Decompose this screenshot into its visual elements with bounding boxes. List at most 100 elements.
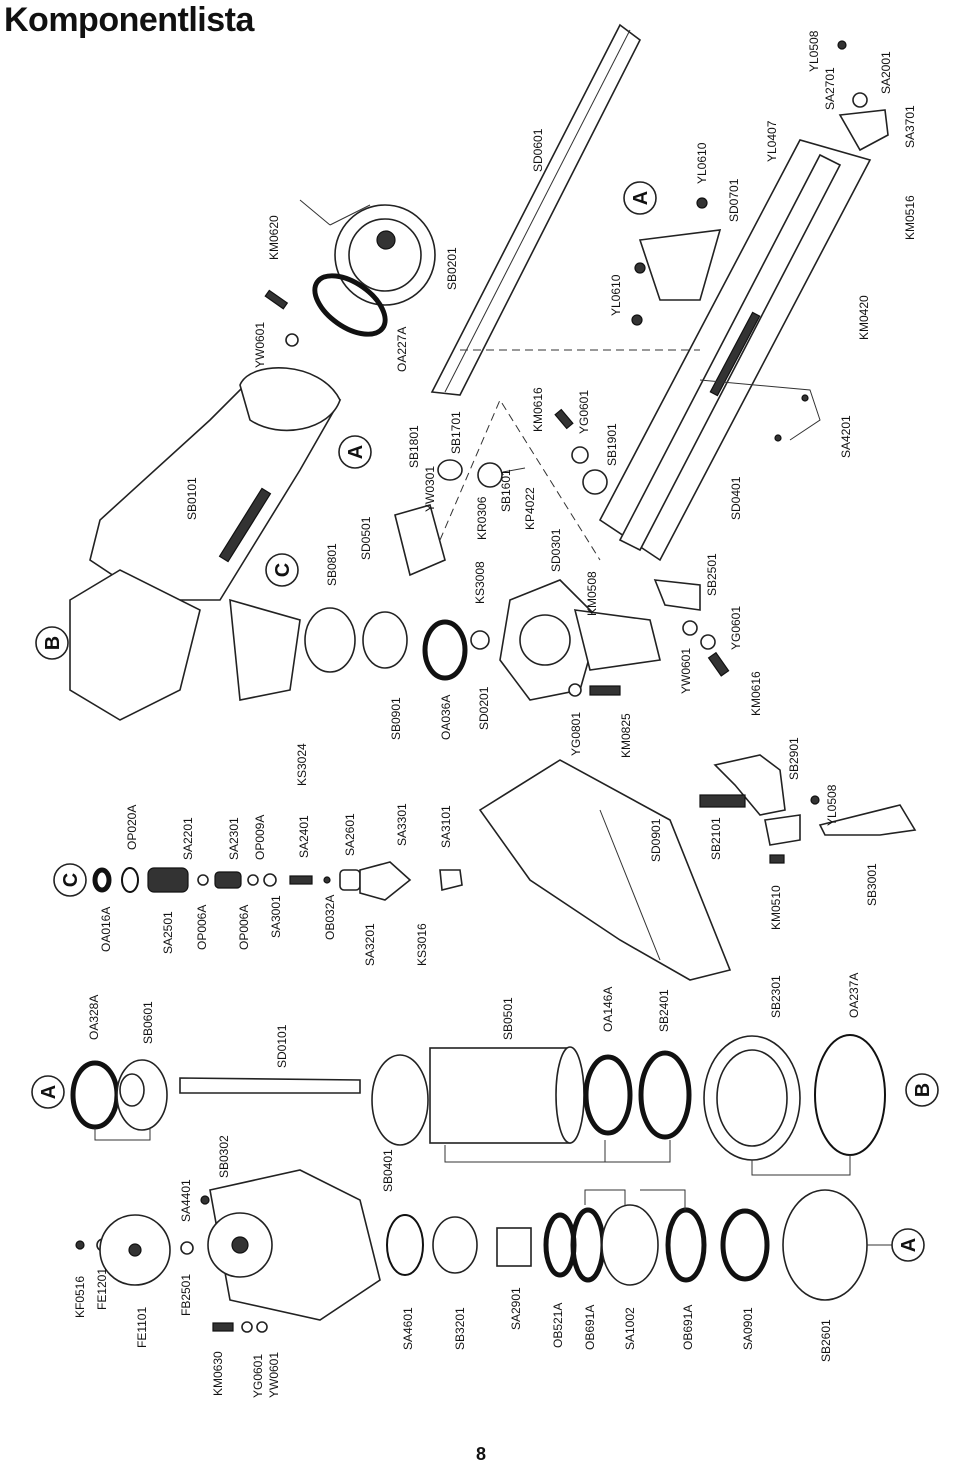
part-label-sd0501: SD0501 — [359, 516, 373, 560]
part-label-oa227a: OA227A — [395, 327, 409, 372]
nose-bracket-leader — [299, 199, 371, 226]
kp4022-pin — [502, 467, 526, 473]
part-label-oa146a: OA146A — [601, 987, 615, 1032]
yl0610-nut-a — [631, 314, 643, 326]
part-label-yg0601-a: YG0601 — [577, 390, 591, 434]
sb2601-guard — [782, 1189, 868, 1301]
part-label-yl0610-b: YL0610 — [695, 142, 709, 184]
part-label-sa2401: SA2401 — [297, 815, 311, 858]
part-label-op006a-b: OP006A — [237, 905, 251, 950]
part-label-sa0901: SA0901 — [741, 1307, 755, 1350]
part-label-sb0601: SB0601 — [141, 1001, 155, 1044]
part-label-ks3008: KS3008 — [473, 561, 487, 604]
part-label-sb0302: SB0302 — [217, 1135, 231, 1178]
sa2901-spring — [496, 1227, 532, 1267]
cylinder-bracket — [444, 1140, 671, 1163]
part-label-km0508: KM0508 — [585, 571, 599, 616]
part-label-yg0601-b: YG0601 — [729, 606, 743, 650]
sa4601-ring — [386, 1214, 424, 1276]
piston-bracket — [584, 1189, 686, 1210]
sb2401-ring — [638, 1050, 692, 1140]
pusher-group — [699, 754, 917, 864]
sleeve-bracket — [751, 1155, 851, 1176]
top-cap-group — [70, 1059, 361, 1141]
callout-c-label: C — [272, 563, 294, 577]
op006a-ring-a — [197, 874, 209, 886]
part-label-sb2301: SB2301 — [769, 975, 783, 1018]
sa2001-pin — [852, 92, 868, 108]
part-label-sb3201: SB3201 — [453, 1307, 467, 1350]
sa3701-latch — [838, 109, 889, 152]
part-label-sa2001: SA2001 — [879, 51, 893, 94]
part-label-sa2201: SA2201 — [181, 817, 195, 860]
sb3001-follower — [818, 804, 917, 836]
part-label-sb0101: SB0101 — [185, 477, 199, 520]
center-dash-lines — [439, 398, 601, 561]
part-label-sb3001: SB3001 — [865, 863, 879, 906]
op006a-ring-b — [247, 874, 259, 886]
sb2101-spring — [699, 794, 746, 808]
sb2901-block — [764, 814, 801, 846]
part-label-sb1901: SB1901 — [605, 423, 619, 466]
part-label-yl0508-a: YL0508 — [807, 30, 821, 72]
part-label-op006a-a: OP006A — [195, 905, 209, 950]
part-label-sa4401: SA4401 — [179, 1179, 193, 1222]
part-label-ks3016: KS3016 — [415, 923, 429, 966]
main-body-group — [69, 367, 342, 721]
part-label-sb1801: SB1801 — [407, 425, 421, 468]
callout-a-label: A — [898, 1238, 920, 1252]
part-label-sb2901: SB2901 — [787, 737, 801, 780]
oa146a-ring — [583, 1054, 633, 1136]
op009a-ring — [263, 873, 277, 887]
part-label-oa237a: OA237A — [847, 973, 861, 1018]
sb0501-cylinder-end — [555, 1046, 585, 1144]
part-label-km0630: KM0630 — [211, 1351, 225, 1396]
part-label-yw0601: YW0601 — [253, 322, 267, 368]
sd0901-plate — [478, 759, 732, 981]
sb0201-nut — [376, 230, 396, 250]
sa4201-screw-a — [801, 394, 809, 402]
part-label-km0510: KM0510 — [769, 885, 783, 930]
part-label-sd0701: SD0701 — [727, 178, 741, 222]
yl0610-nut-c — [696, 197, 708, 209]
sb1901-cap — [582, 469, 608, 495]
part-label-sa3001: SA3001 — [269, 895, 283, 938]
callout-c-body: C — [265, 553, 299, 587]
part-label-ob691a-b: OB691A — [681, 1305, 695, 1350]
sb0401-head — [209, 1169, 381, 1321]
part-label-km0516: KM0516 — [903, 195, 917, 240]
sd0301-cylinder-face — [519, 614, 571, 666]
valve-parts-group — [92, 861, 463, 901]
part-label-sb0501: SB0501 — [501, 997, 515, 1040]
yw0601-washer-b — [682, 620, 698, 636]
part-label-ob691a-a: OB691A — [583, 1305, 597, 1350]
kf0516-screw — [75, 1240, 85, 1250]
part-label-sd0201: SD0201 — [477, 686, 491, 730]
sa3201-trigger — [359, 861, 412, 901]
part-label-fe1101: FE1101 — [135, 1307, 149, 1348]
sa3001-stem — [289, 875, 313, 885]
magazine-group — [460, 40, 889, 562]
part-label-sa2901: SA2901 — [509, 1287, 523, 1330]
yw0601-washer-c — [256, 1321, 268, 1333]
oa328a-ring — [70, 1060, 120, 1130]
sa2501-valve — [147, 867, 189, 893]
fe1101-hub — [128, 1243, 142, 1257]
part-label-sb2101: SB2101 — [709, 817, 723, 860]
part-label-ks3024: KS3024 — [295, 743, 309, 786]
sb0601-cap-hub — [119, 1073, 145, 1107]
km0510-screw — [769, 854, 785, 864]
km0616-screw-b — [707, 651, 730, 677]
callout-a-cap: A — [31, 1075, 65, 1109]
oa016a-ring — [92, 867, 112, 893]
sb3201-valve-cap — [432, 1216, 478, 1274]
sb0101-base — [69, 569, 201, 721]
part-label-sa3201: SA3201 — [363, 923, 377, 966]
sb0501-cylinder — [429, 1047, 571, 1144]
part-label-fb2501: FB2501 — [179, 1274, 193, 1316]
part-label-sa2501: SA2501 — [161, 911, 175, 954]
part-label-yw0601-c: YW0601 — [267, 1352, 281, 1398]
sb0101-slot — [218, 487, 272, 563]
sa1002-piston — [601, 1204, 659, 1286]
yg0601-washer-c — [241, 1321, 253, 1333]
